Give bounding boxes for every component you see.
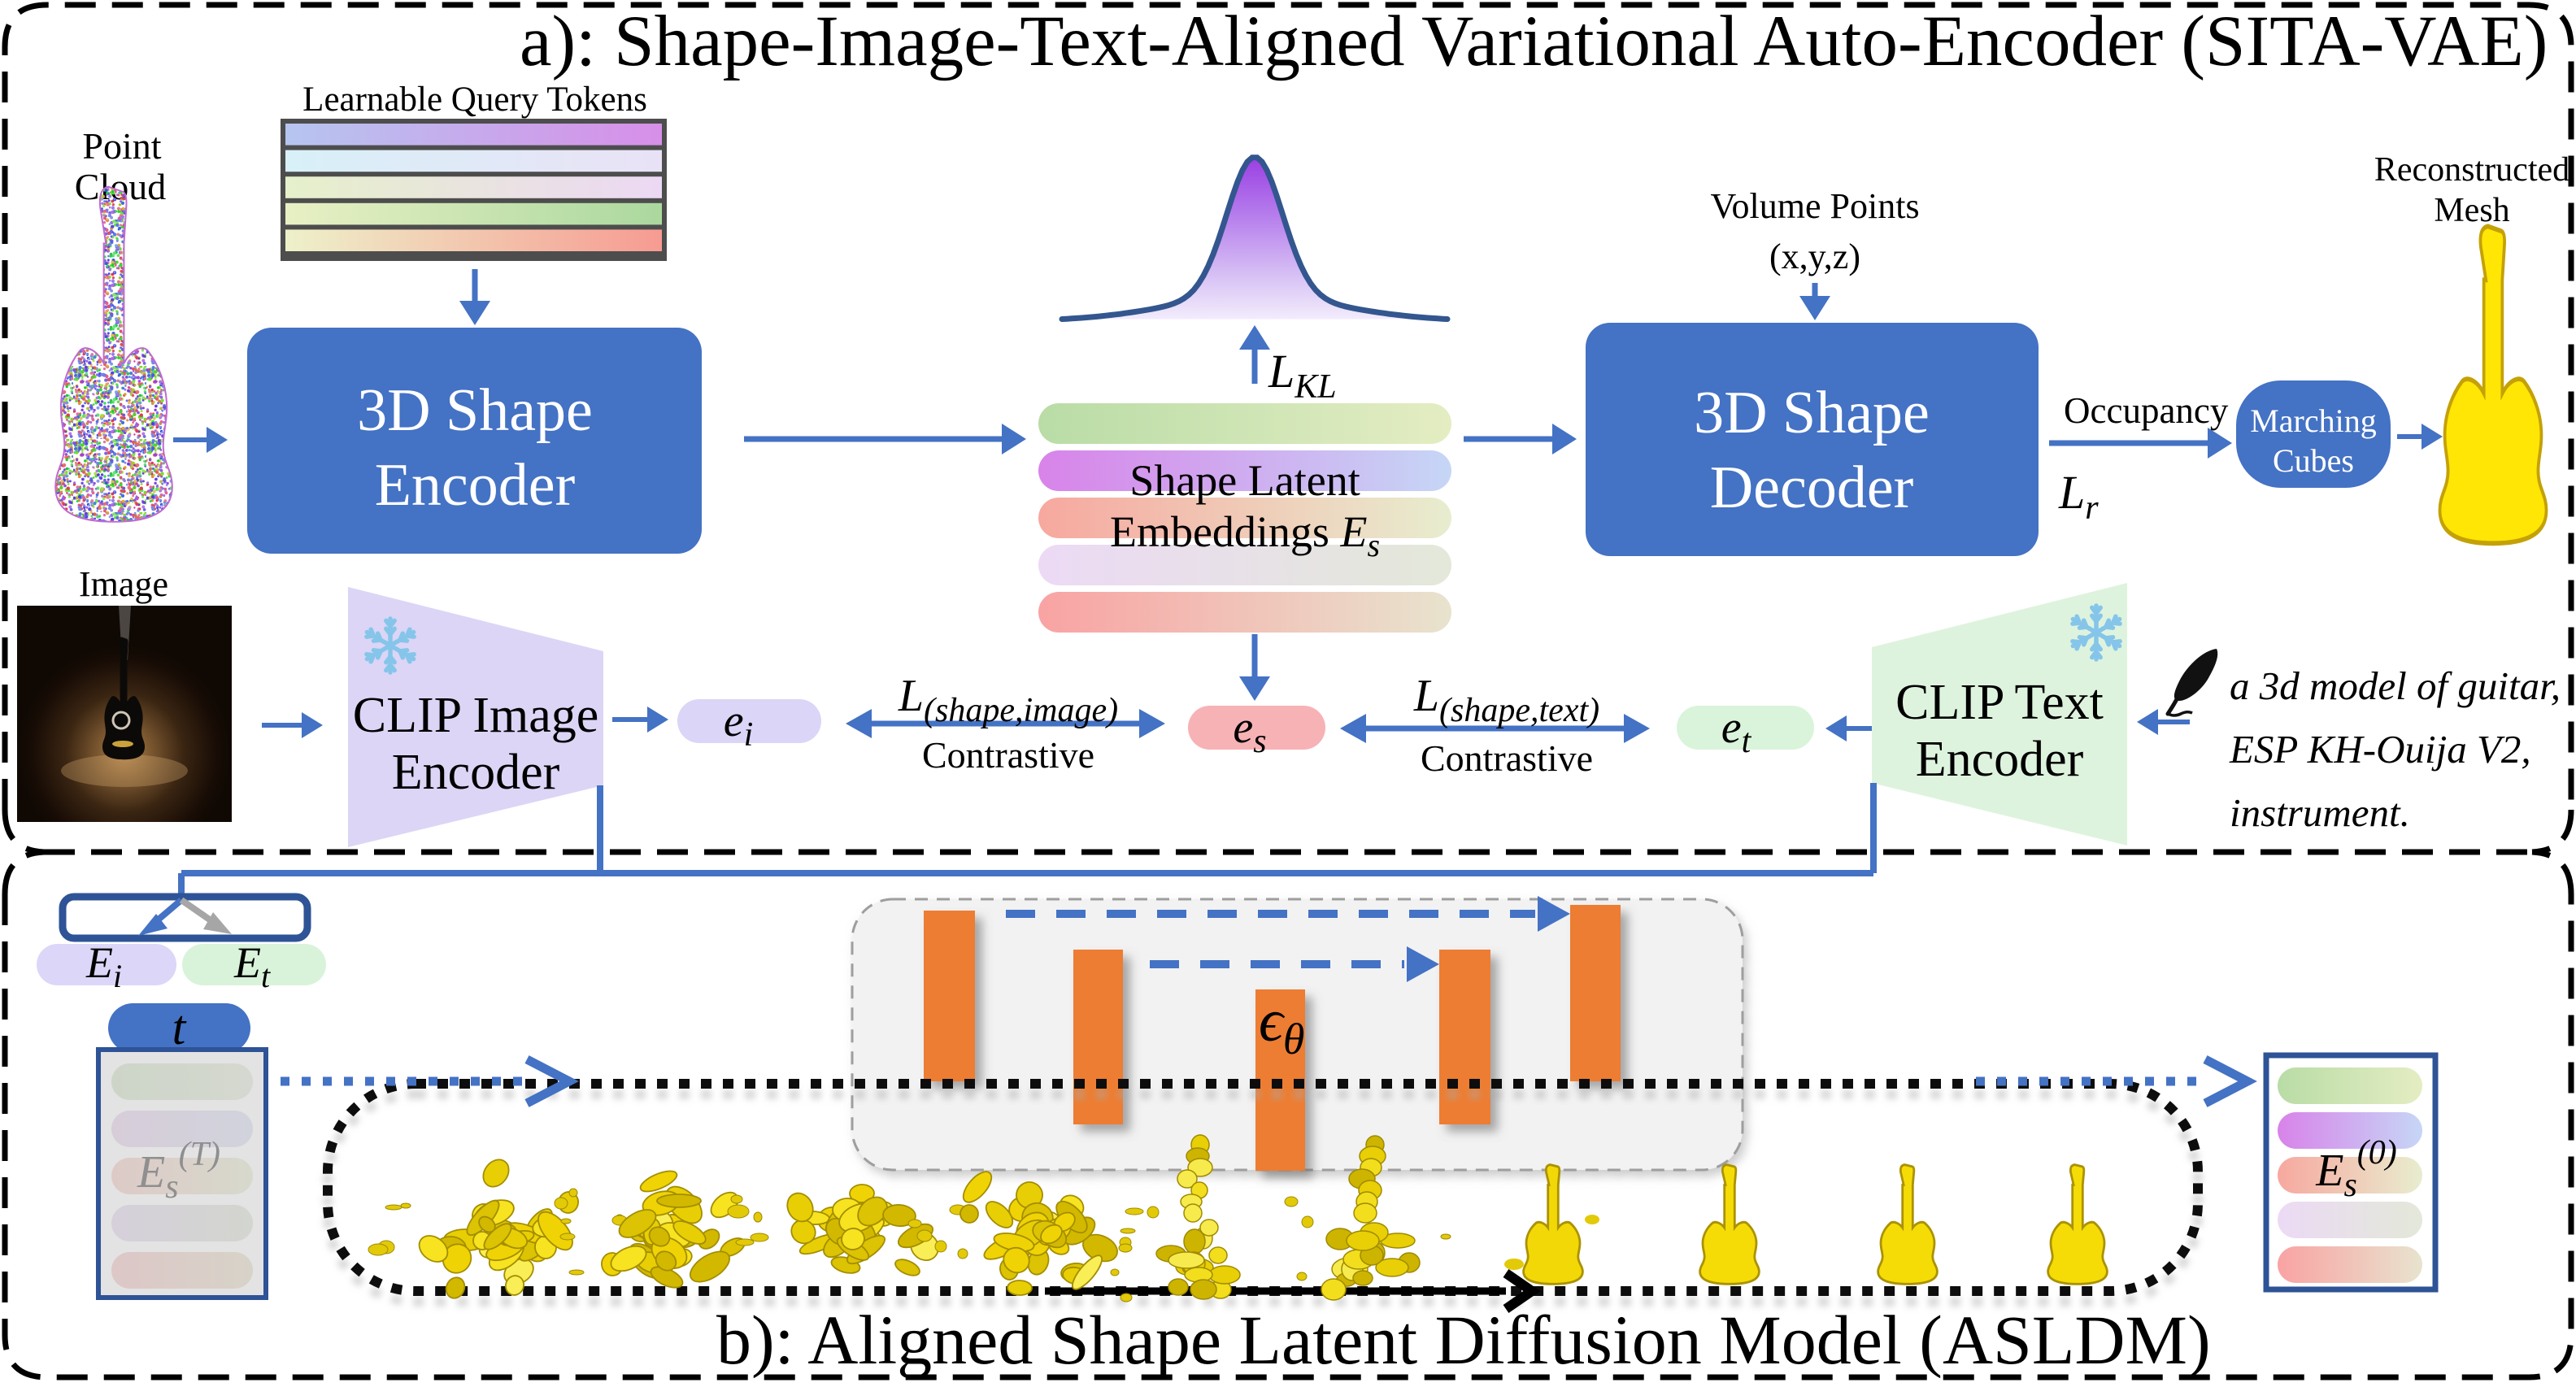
svg-text:Marching: Marching [2250,402,2377,439]
svg-text:ESP KH-Ouija V2,: ESP KH-Ouija V2, [2229,727,2531,772]
svg-text:Learnable Query Tokens: Learnable Query Tokens [302,80,647,119]
svg-text:3D Shape: 3D Shape [1694,380,1930,446]
svg-text:Volume Points: Volume Points [1710,186,1919,226]
svg-text:3D Shape: 3D Shape [357,377,593,444]
svg-text:et: et [1721,702,1752,760]
svg-text:a 3d model of guitar,: a 3d model of guitar, [2230,663,2561,708]
svg-text:(x,y,z): (x,y,z) [1769,237,1860,276]
svg-text:Image: Image [79,564,168,604]
svg-text:ϵθ: ϵθ [1259,988,1304,1063]
svg-text:b): Aligned Shape Latent Diffu: b): Aligned Shape Latent Diffusion Model… [716,1301,2211,1379]
svg-text:Contrastive: Contrastive [922,734,1094,776]
svg-text:Occupancy: Occupancy [2064,390,2229,431]
svg-text:CLIP Image: CLIP Image [353,688,598,743]
svg-text:Encoder: Encoder [392,745,560,800]
svg-text:CLIP Text: CLIP Text [1895,675,2104,730]
svg-text:Reconstructed: Reconstructed [2374,151,2569,189]
svg-text:a): Shape-Image-Text-Aligned V: a): Shape-Image-Text-Aligned Variational… [520,2,2548,81]
svg-text:Decoder: Decoder [1710,454,1914,521]
svg-text:t: t [172,1001,187,1054]
svg-text:Encoder: Encoder [1916,732,2084,787]
svg-text:Cubes: Cubes [2273,442,2354,479]
svg-text:Mesh: Mesh [2434,192,2509,229]
svg-text:Encoder: Encoder [375,452,576,519]
svg-text:Embeddings Es: Embeddings Es [1110,507,1380,563]
svg-text:Shape Latent: Shape Latent [1129,456,1360,505]
svg-text:instrument.: instrument. [2230,790,2410,835]
svg-text:Point: Point [82,125,161,167]
svg-text:Contrastive: Contrastive [1421,737,1593,779]
